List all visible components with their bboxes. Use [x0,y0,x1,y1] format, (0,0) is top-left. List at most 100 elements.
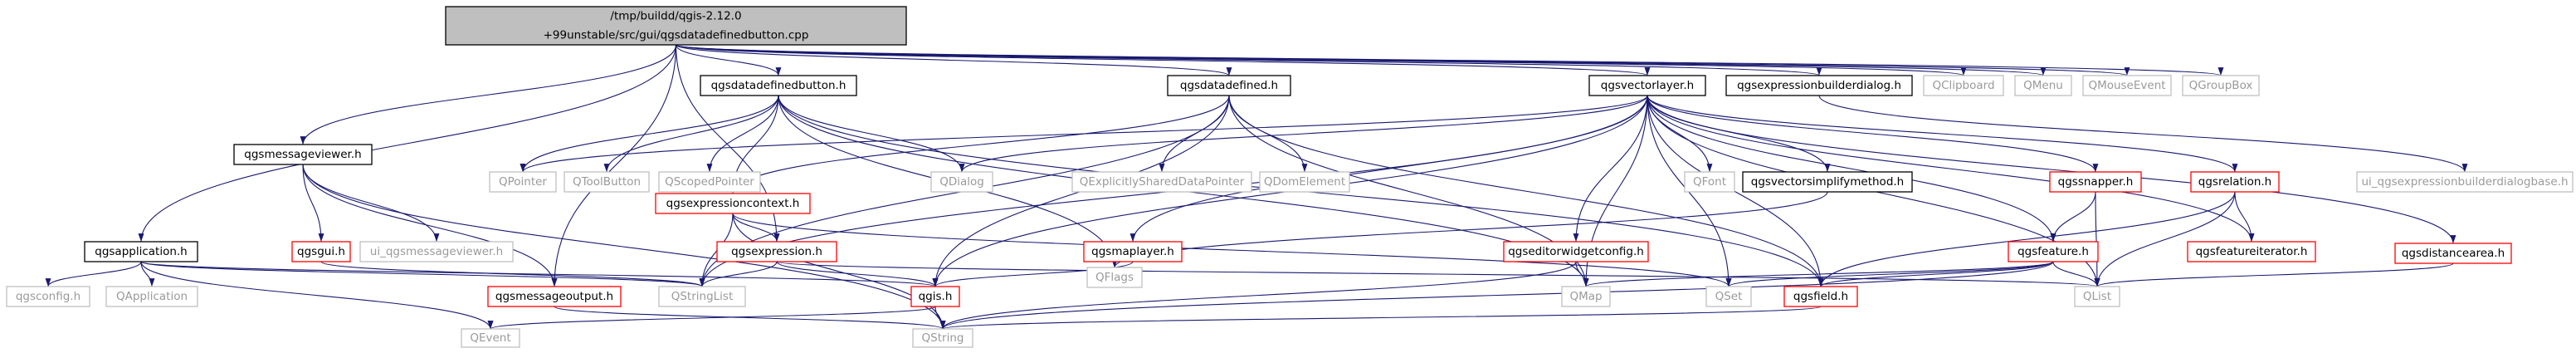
node-qgsrelation-h[interactable]: qgsrelation.h [2190,171,2280,193]
node-QPointer: QPointer [489,171,557,193]
edge-qgsexpressioncontext_h-to-qgsexpression_h [732,213,780,243]
node-qgsgui-h[interactable]: qgsgui.h [291,241,351,262]
node-QMouseEvent: QMouseEvent [2082,75,2172,96]
node-label: qgsdistancearea.h [2402,247,2505,260]
edge-qgssnapper_h-to-QList [2094,191,2100,287]
node-qgsexpressioncontext-h[interactable]: qgsexpressioncontext.h [655,193,811,214]
node-box [700,75,857,96]
edge-qgsexpressionbuilderdialog_h-to-ui_qgsexpressionbuilderdialogbase_h [1818,95,2468,173]
node-label: qgsmessageviewer.h [244,148,361,161]
node-label: qgsfeatureiterator.h [2196,245,2308,258]
node-label: QString [922,331,964,345]
node-label: qgis.h [919,290,953,303]
node-qgsfeature-h[interactable]: qgsfeature.h [2008,241,2099,262]
node-qgsconfig-h: qgsconfig.h [6,286,90,307]
edge-qgsvectorlayer_h-to-QFont [1647,95,1713,173]
node-box [2008,241,2099,262]
node-label: QDomElement [1264,175,1345,189]
node-QMenu: QMenu [2014,75,2072,96]
node-root[interactable]: /tmp/buildd/qgis-2.12.0 +99unstable/src/g… [445,6,907,46]
node-qgsdatadefinedbutton-h[interactable]: qgsdatadefinedbutton.h [700,75,857,96]
node-box [291,241,351,262]
edge-qgsapplication_h-to-QStringList [140,261,705,287]
edge-qgsvectorlayer_h-to-qgsfeature_h [1647,95,2056,243]
node-box [445,6,907,46]
edge-qgsvectorlayer_h-to-qgsrelation_h [1647,95,2238,173]
node-qgis-h[interactable]: qgis.h [910,286,960,307]
node-label: QMenu [2023,79,2063,92]
edge-qgsvectorlayer_h-to-qgsdistancearea_h [1647,95,2456,244]
edge-root-to-QMouseEvent [675,44,2130,76]
node-QEvent: QEvent [461,328,520,348]
edge-qgsdatadefinedbutton_h-to-QDialog [778,95,965,173]
node-QString: QString [912,328,973,348]
node-qgsexpressionbuilderdialog-h[interactable]: qgsexpressionbuilderdialog.h [1725,75,1913,96]
node-qgsfield-h[interactable]: qgsfield.h [1783,286,1858,307]
node-label: qgseditorwidgetconfig.h [1508,245,1644,258]
node-label: QExplicitlySharedDataPointer [1080,175,1245,189]
node-qgseditorwidgetconfig-h[interactable]: qgseditorwidgetconfig.h [1503,241,1649,262]
edge-qgsapplication_h-to-QApplication [140,261,155,287]
node-label: qgsmessageoutput.h [495,290,613,303]
node-qgsmaplayer-h[interactable]: qgsmaplayer.h [1083,241,1183,262]
edge-qgsfeature_h-to-qgsfield_h [1817,261,2054,287]
node-qgsmessageoutput-h[interactable]: qgsmessageoutput.h [487,286,622,307]
node-qgsdatadefined-h[interactable]: qgsdatadefined.h [1167,75,1291,96]
node-box [930,171,993,193]
edge-qgsvectorlayer_h-to-qgssnapper_h [1647,95,2099,173]
node-box [1167,75,1291,96]
node-qgssnapper-h[interactable]: qgssnapper.h [2049,171,2142,193]
node-box [105,286,198,307]
edge-qgsexpression_h-to-qgis_h [776,261,939,287]
node-QDomElement: QDomElement [1259,171,1350,193]
node-box [2182,75,2260,96]
node-qgsmessageviewer-h[interactable]: qgsmessageviewer.h [233,144,373,165]
node-label: qgsfeature.h [2017,245,2089,258]
edge-qgsmessageviewer_h-to-ui_qgsmessageviewer_h [302,164,440,243]
node-box [1705,286,1752,307]
node-QFont: QFont [1684,171,1735,193]
node-box [1725,75,1913,96]
node-QGroupBox: QGroupBox [2182,75,2260,96]
edge-qgseditorwidgetconfig_h-to-QString [939,261,1577,330]
edge-qgsrelation_h-to-qgsfield_h [1817,191,2236,287]
node-box [1086,267,1143,288]
edge-qgsapplication_h-to-qgsconfig_h [45,261,142,287]
node-label: qgsexpressioncontext.h [666,197,800,210]
node-ui-qgsmessageviewer-h: ui_qgsmessageviewer.h [359,241,514,262]
node-box [2014,75,2072,96]
node-qgsexpression-h[interactable]: qgsexpression.h [716,241,837,262]
edge-root-to-qgsmessageoutput_h [551,44,677,287]
edge-qgsexpressioncontext_h-to-QString [732,213,946,330]
node-label: ui_qgsexpressionbuilderdialogbase.h [2361,175,2568,189]
edge-qgsrelation_h-to-QList [2094,191,2236,287]
node-label: QStringList [671,290,734,303]
edge-qgsmessageviewer_h-to-QString [302,164,946,330]
node-label: qgsdatadefined.h [1180,79,1278,92]
node-box [487,286,622,307]
node-label: QGroupBox [2189,79,2253,92]
node-label: +99unstable/src/gui/qgsdatadefinedbutton… [544,29,809,42]
node-QClipboard: QClipboard [1923,75,2004,96]
node-box [658,286,746,307]
edge-qgsdistancearea_h-to-QList [2094,262,2454,287]
edge-qgis_h-to-QEvent [487,306,936,330]
node-qgsapplication-h[interactable]: qgsapplication.h [84,241,198,262]
node-qgsvectorsimplifymethod-h[interactable]: qgsvectorsimplifymethod.h [1742,171,1913,193]
node-qgsvectorlayer-h[interactable]: qgsvectorlayer.h [1588,75,1706,96]
node-QList: QList [2074,286,2120,307]
edge-qgsvectorlayer_h-to-qgseditorwidgetconfig_h [1573,95,1648,243]
node-label: ui_qgsmessageviewer.h [370,245,503,258]
node-label: /tmp/buildd/qgis-2.12.0 [610,10,741,23]
node-box [716,241,837,262]
node-QToolButton: QToolButton [564,171,650,193]
node-label: qgsgui.h [297,245,345,258]
edge-root-to-qgsapplication_h [138,44,677,243]
node-box [1561,286,1611,307]
edge-qgsrelation_h-to-qgsfeatureiterator_h [2234,191,2255,243]
node-box [1742,171,1913,193]
edge-qgis_h-to-QString [934,306,946,330]
node-qgsdistancearea-h[interactable]: qgsdistancearea.h [2394,243,2512,264]
node-qgsfeatureiterator-h[interactable]: qgsfeatureiterator.h [2187,241,2316,262]
edge-root-to-qgsvectorlayer_h [675,44,1650,76]
